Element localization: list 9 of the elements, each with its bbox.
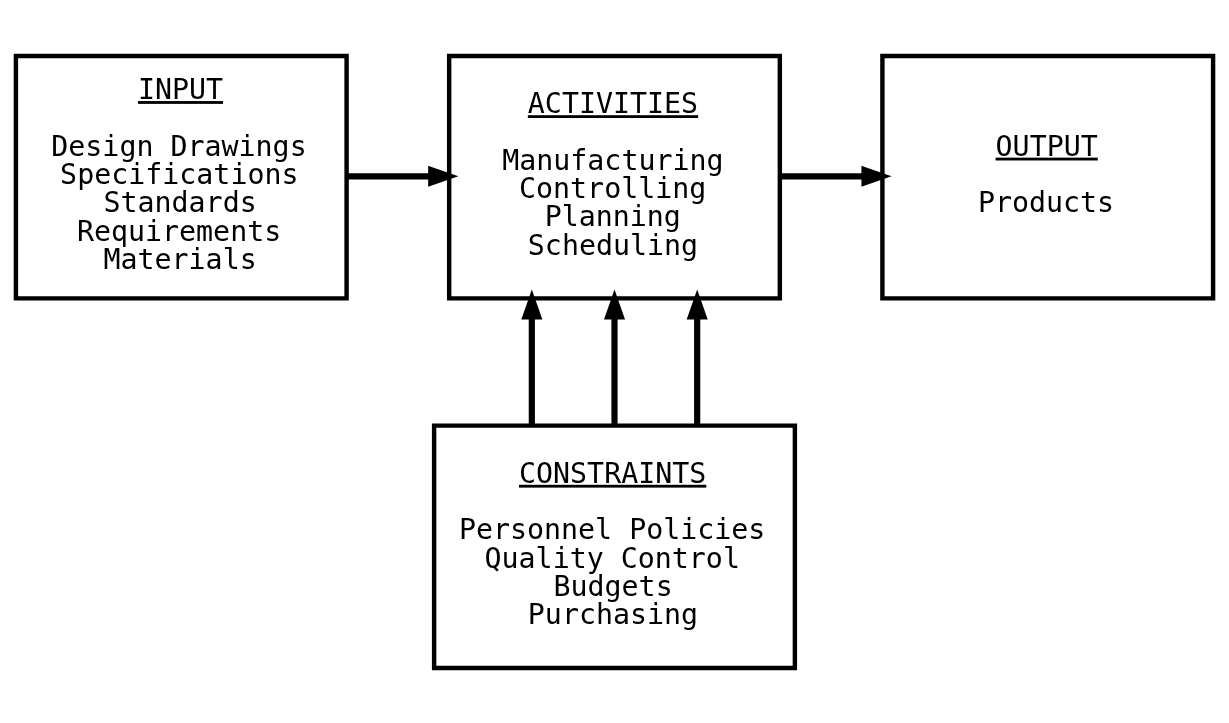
arrow bbox=[780, 165, 892, 187]
node-box: ACTIVITIES Manufacturing Controlling Planning Scheduling bbox=[446, 53, 783, 301]
arrow bbox=[603, 288, 626, 425]
node-box: OUTPUT Products bbox=[880, 53, 1216, 301]
node-box: CONSTRAINTS Personnel Policies Quality Control Budgets Purchasing bbox=[431, 422, 798, 670]
arrow bbox=[521, 288, 543, 425]
node-box: INPUT Design Drawings Specifications Standards Requirements Materials bbox=[13, 53, 349, 301]
arrow bbox=[686, 288, 708, 425]
arrow bbox=[346, 165, 459, 187]
